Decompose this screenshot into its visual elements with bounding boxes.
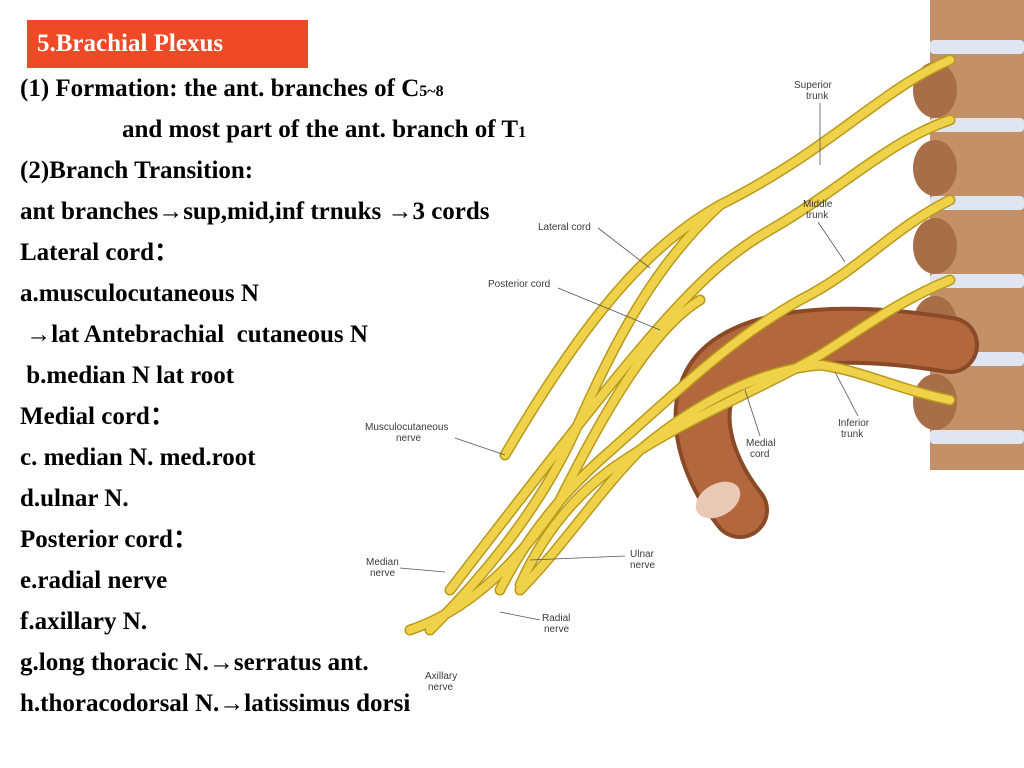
lateral-cord-heading: Lateral cord：	[20, 239, 179, 266]
medial-cord-heading: Medial cord：	[20, 403, 175, 430]
posterior-cord-label: Posterior cord	[488, 279, 550, 290]
lateral-cord-label: Lateral cord	[538, 222, 591, 233]
label-leader-lines	[399, 103, 859, 621]
median-med-root-line: c. median N. med.root	[20, 444, 256, 471]
posterior-cord-heading: Posterior cord：	[20, 526, 198, 553]
radial-nerve-label: Radial	[542, 613, 570, 624]
median-lat-root-line: b.median N lat root	[20, 362, 235, 389]
subclavian-artery	[673, 306, 979, 539]
subscript-t1: 1	[518, 124, 527, 141]
medial-cord-label: Medial	[746, 438, 775, 449]
formation-line: (1) Formation: the ant. branches of C5~8	[20, 75, 444, 102]
median-nerve-label: Median	[366, 557, 399, 568]
trunks-to-cords-line: ant branches→sup,mid,inf trnuks →3 cords	[20, 198, 490, 225]
musculocutaneous-nerve-label: Musculocutaneous	[365, 422, 448, 433]
axillary-line: f.axillary N.	[20, 608, 148, 635]
slide-title: 5.Brachial Plexus	[27, 20, 308, 68]
inferior-trunk-label: Inferior	[838, 418, 870, 429]
axillary-nerve-label: Axillary	[425, 671, 457, 682]
lat-antebrachial-line: →lat Antebrachial cutaneous N	[20, 321, 368, 348]
branch-transition-heading: (2)Branch Transition:	[20, 157, 254, 184]
radial-line: e.radial nerve	[20, 567, 168, 594]
ulnar-line: d.ulnar N.	[20, 485, 129, 512]
ulnar-nerve-label: Ulnar	[630, 549, 655, 560]
musculocutaneous-line: a.musculocutaneous N	[20, 280, 259, 307]
superior-trunk-label: Superior	[794, 80, 832, 91]
middle-trunk-label: Middle	[803, 199, 833, 210]
formation-line-2: and most part of the ant. branch of T1	[122, 116, 527, 143]
thoracodorsal-line: h.thoracodorsal N.→latissimus dorsi	[20, 690, 411, 717]
nerve-bundle	[404, 54, 956, 636]
subscript-c5-8: 5~8	[419, 83, 444, 100]
long-thoracic-line: g.long thoracic N.→serratus ant.	[20, 649, 369, 676]
slide-text-list: (1) Formation: the ant. branches of C5~8…	[20, 72, 526, 728]
